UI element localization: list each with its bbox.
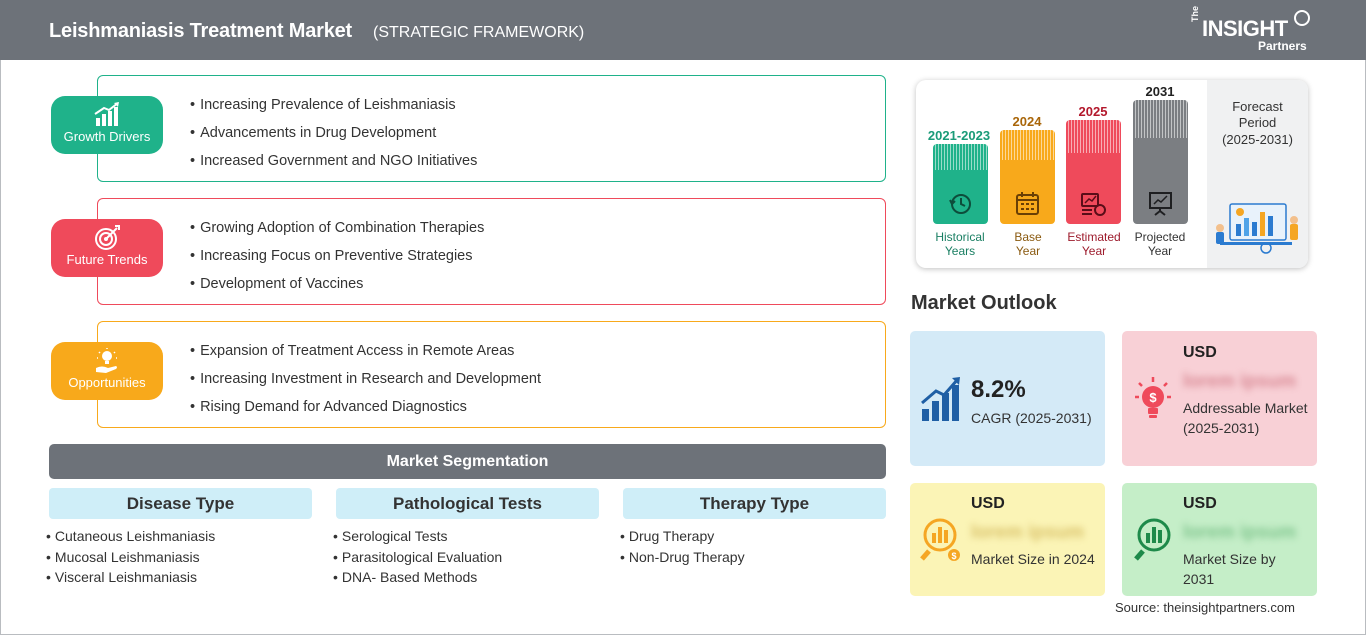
market-size-2031-currency: USD [1183,495,1217,512]
calendar-icon [1016,192,1039,215]
segment-list-pathological-tests: Serological Tests Parasitological Evalua… [333,526,502,588]
segment-heading-pathological-tests: Pathological Tests [336,488,599,519]
cagr-label: CAGR (2025-2031) [971,410,1092,426]
opportunities-box: Expansion of Treatment Access in Remote … [97,321,886,428]
svg-text:$: $ [951,551,956,561]
timeline-caption-historical: Historical Years [935,230,985,258]
list-item: Parasitological Evaluation [333,547,502,568]
future-trends-list: Growing Adoption of Combination Therapie… [190,218,484,302]
list-item: Growing Adoption of Combination Therapie… [190,218,484,246]
list-item: Advancements in Drug Development [190,123,477,151]
list-item: Serological Tests [333,526,502,547]
page-subtitle: (STRATEGIC FRAMEWORK) [373,24,585,41]
list-item: Increased Government and NGO Initiatives [190,151,477,179]
dollar-bulb-icon: $ [1135,377,1171,418]
market-size-2031-value: lorem ipsum [1183,522,1296,543]
market-size-2024-label: Market Size in 2024 [971,551,1095,567]
list-item: Development of Vaccines [190,274,484,302]
timeline-bar-estimated [1066,120,1121,224]
market-size-2031-card: USD lorem ipsum Market Size by 2031 [1122,483,1317,596]
list-item: Expansion of Treatment Access in Remote … [190,341,541,369]
future-trends-badge: Future Trends [51,219,163,277]
growth-bars-icon [921,377,960,421]
growth-drivers-badge: Growth Drivers [51,96,163,154]
badge-label: Future Trends [66,252,148,267]
list-item: Visceral Leishmaniasis [46,567,215,588]
list-item: Increasing Prevalence of Leishmaniasis [190,95,477,123]
opportunities-list: Expansion of Treatment Access in Remote … [190,341,541,425]
logo-ring-icon [1294,10,1310,26]
list-item: DNA- Based Methods [333,567,502,588]
target-icon [95,225,120,250]
market-segmentation-bar: Market Segmentation [49,444,886,479]
list-item: Drug Therapy [620,526,745,547]
market-outlook-title: Market Outlook [911,292,1057,314]
forecast-title: Forecast Period [1232,99,1283,130]
timeline-year-projected: 2031 [1145,84,1175,99]
insight-partners-logo: The INSIGHT Partners [1190,6,1320,54]
chart-magnifier-icon: $ [920,518,960,561]
growth-drivers-box: Increasing Prevalence of Leishmaniasis A… [97,75,886,182]
chart-magnifier-icon [1134,518,1171,561]
segment-heading-disease-type: Disease Type [49,488,312,519]
timeline-bar-base [1000,130,1055,224]
svg-text:$: $ [1149,390,1157,405]
timeline-caption-base: Base Year [1014,230,1042,258]
cagr-value: 8.2% [971,376,1026,403]
list-item: Mucosal Leishmaniasis [46,547,215,568]
analytics-team-icon [1216,203,1298,254]
addressable-label: Addressable Market (2025-2031) [1183,400,1308,436]
segment-heading-therapy-type: Therapy Type [623,488,886,519]
list-item: Increasing Investment in Research and De… [190,369,541,397]
list-item: Increasing Focus on Preventive Strategie… [190,246,484,274]
badge-label: Opportunities [68,375,146,390]
timeline-year-base: 2024 [1012,114,1042,129]
clock-history-icon [949,194,971,214]
opportunities-badge: Opportunities [51,342,163,400]
cagr-card: 8.2% CAGR (2025-2031) [910,331,1105,466]
page-title: Leishmaniasis Treatment Market [49,20,353,42]
forecast-range: (2025-2031) [1222,132,1293,147]
presentation-board-icon [1149,192,1172,216]
header-bar: Leishmaniasis Treatment Market (STRATEGI… [0,0,1366,60]
segment-list-disease-type: Cutaneous Leishmaniasis Mucosal Leishman… [46,526,215,588]
timeline-bar-projected [1133,100,1188,224]
timeline-caption-projected: Projected Year [1134,230,1186,258]
list-item: Rising Demand for Advanced Diagnostics [190,397,541,425]
addressable-value: lorem ipsum [1183,371,1296,392]
bar-chart-growth-icon [94,102,119,126]
market-size-2024-card: $ USD lorem ipsum Market Size in 2024 [910,483,1105,596]
list-item: Cutaneous Leishmaniasis [46,526,215,547]
segment-list-therapy-type: Drug Therapy Non-Drug Therapy [620,526,745,567]
future-trends-box: Growing Adoption of Combination Therapie… [97,198,886,305]
list-item: Non-Drug Therapy [620,547,745,568]
addressable-market-card: $ USD lorem ipsum Addressable Market (20… [1122,331,1317,466]
badge-label: Growth Drivers [63,129,151,144]
timeline-year-estimated: 2025 [1078,104,1108,119]
market-size-2024-currency: USD [971,495,1005,512]
timeline-caption-estimated: Estimated Year [1067,230,1121,258]
market-size-2031-label: Market Size by 2031 [1183,551,1276,587]
growth-drivers-list: Increasing Prevalence of Leishmaniasis A… [190,95,477,179]
lightbulb-hand-icon [96,348,117,373]
addressable-currency: USD [1183,344,1217,361]
market-size-2024-value: lorem ipsum [971,522,1084,543]
forecast-period-panel: Forecast Period (2025-2031) [1207,80,1308,268]
source-credit: Source: theinsightpartners.com [1115,600,1295,615]
timeline-bar-historical [933,144,988,224]
estimate-chart-icon [1081,193,1106,216]
timeline-year-historical: 2021-2023 [927,128,991,143]
